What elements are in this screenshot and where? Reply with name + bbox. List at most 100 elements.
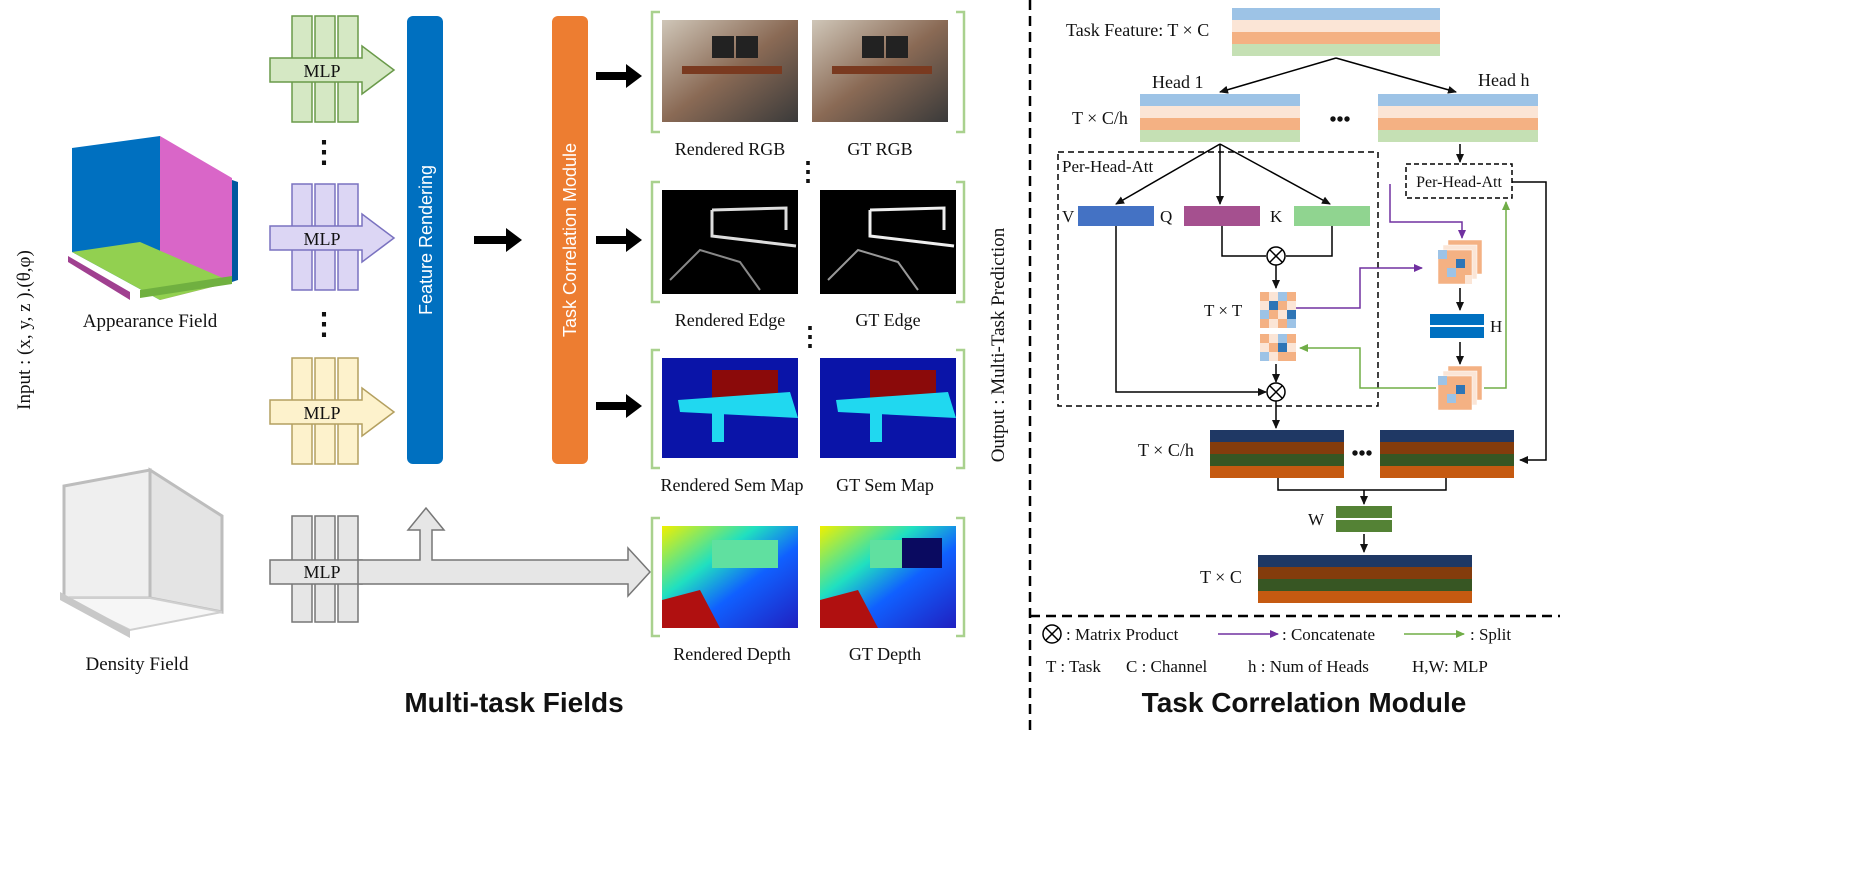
- fr-to-tcm-arrow: [474, 228, 522, 252]
- k-to-product: [1286, 226, 1333, 257]
- output-label: Output : Multi-Task Prediction: [988, 227, 1009, 462]
- split-arrow-1: [1299, 344, 1436, 389]
- mlp-block-yellow: MLP: [269, 357, 396, 465]
- per-head-att-box-h: [1405, 163, 1513, 199]
- legend-matrix-product: : Matrix Product: [1066, 625, 1179, 644]
- appearance-field-label: Appearance Field: [83, 311, 218, 332]
- h-label: H: [1490, 317, 1502, 336]
- per-head-att-h-label: Per-Head-Att: [1416, 174, 1502, 191]
- mlp-block-green: MLP: [269, 15, 396, 123]
- mlp-label: MLP: [303, 562, 340, 582]
- legend-heads: h : Num of Heads: [1248, 657, 1369, 676]
- vertical-ellipsis: ⋮: [309, 136, 339, 169]
- legend-concatenate: : Concatenate: [1282, 625, 1375, 644]
- density-field-label: Density Field: [86, 654, 189, 675]
- vertical-ellipsis: ⋮: [795, 157, 821, 186]
- rendered-edge-label: Rendered Edge: [675, 310, 785, 330]
- rendered-sem-label: Rendered Sem Map: [661, 475, 804, 495]
- q-to-product: [1221, 226, 1266, 257]
- v-to-product: [1115, 226, 1267, 396]
- outputs-ellipsis: •••: [1351, 443, 1372, 465]
- headh-split-arrow: [1335, 57, 1457, 94]
- t-c-over-h-label: T × C/h: [1072, 108, 1128, 128]
- w-label: W: [1308, 510, 1325, 529]
- attention-matrix: [1260, 292, 1296, 328]
- rendered-rgb-label: Rendered RGB: [675, 139, 785, 159]
- legend-mlp: H,W: MLP: [1412, 657, 1488, 676]
- v-bar: [1078, 206, 1154, 226]
- feature-rendering-label: Feature Rendering: [416, 165, 436, 315]
- legend-channel: C : Channel: [1126, 657, 1207, 676]
- gt-sem-image: [820, 358, 956, 458]
- q-label: Q: [1160, 207, 1172, 226]
- merge-lines: [1277, 478, 1447, 491]
- stacked-attention-cube-top: [1437, 239, 1483, 285]
- gt-rgb-label: GT RGB: [847, 139, 912, 159]
- head1-split-arrow: [1219, 57, 1337, 94]
- gt-sem-label: GT Sem Map: [836, 475, 934, 495]
- v-label: V: [1062, 207, 1075, 226]
- matrix-product-icon: [1266, 246, 1286, 266]
- section-title-right: Task Correlation Module: [1142, 687, 1467, 718]
- task-correlation-label: Task Correlation Module: [560, 143, 580, 337]
- output-brackets: [650, 10, 966, 638]
- output-arrow-sem: [596, 394, 642, 418]
- t-x-c-label: T × C: [1200, 567, 1242, 587]
- legend-matrix-product-icon: [1042, 624, 1062, 644]
- appearance-field-icon: [68, 136, 238, 300]
- gt-edge-image: [820, 190, 956, 294]
- rendered-sem-image: [662, 358, 798, 458]
- task-correlation-bar: [552, 16, 588, 464]
- concat-arrow-1: [1296, 264, 1423, 309]
- output-arrow-rgb: [596, 64, 642, 88]
- mlp-label: MLP: [303, 229, 340, 249]
- headh-stack: [1378, 94, 1538, 142]
- t-c-over-h-bottom-label: T × C/h: [1138, 440, 1194, 460]
- per-head-att-box: [1057, 151, 1379, 407]
- h-mlp-block: [1430, 314, 1484, 338]
- density-field-icon: [60, 467, 224, 638]
- heads-ellipsis: •••: [1329, 109, 1350, 131]
- gt-rgb-image: [812, 20, 948, 122]
- t-x-t-label: T × T: [1204, 301, 1243, 320]
- output-stack-h: [1380, 430, 1514, 478]
- rendered-depth-image: [662, 526, 798, 628]
- density-branch-arrow: [357, 506, 652, 598]
- rendered-edge-image: [662, 190, 798, 294]
- gt-edge-label: GT Edge: [855, 310, 920, 330]
- final-output-stack: [1258, 555, 1472, 603]
- attention-matrix-split: [1260, 334, 1296, 361]
- split-arrow-2: [1484, 201, 1510, 389]
- rendered-rgb-image: [662, 20, 798, 122]
- task-feature-stack: [1232, 8, 1440, 56]
- legend-task: T : Task: [1046, 657, 1101, 676]
- rendered-depth-label: Rendered Depth: [673, 644, 790, 664]
- head1-stack: [1140, 94, 1300, 142]
- q-bar: [1184, 206, 1260, 226]
- k-label: K: [1270, 207, 1283, 226]
- headh-att-output: [1512, 181, 1547, 464]
- mlp-label: MLP: [303, 61, 340, 81]
- stacked-attention-cube-bottom: [1437, 365, 1483, 411]
- to-v-arrow: [1115, 143, 1221, 205]
- output-arrow-edge: [596, 228, 642, 252]
- section-title-left: Multi-task Fields: [404, 687, 623, 718]
- mlp-block-gray: MLP: [269, 515, 363, 623]
- gt-depth-image: [820, 526, 956, 628]
- legend-split: : Split: [1470, 625, 1511, 644]
- k-bar: [1294, 206, 1370, 226]
- per-head-att-label: Per-Head-Att: [1062, 157, 1154, 176]
- to-k-arrow: [1219, 143, 1331, 205]
- output-stack-1: [1210, 430, 1344, 478]
- head-h-label: Head h: [1478, 70, 1529, 90]
- w-mlp-block: [1336, 506, 1392, 532]
- mlp-label: MLP: [303, 403, 340, 423]
- matrix-product-icon: [1266, 382, 1286, 402]
- head-1-label: Head 1: [1152, 72, 1203, 92]
- vertical-ellipsis: ⋮: [797, 322, 823, 351]
- gt-depth-label: GT Depth: [849, 644, 921, 664]
- feature-rendering-bar: [407, 16, 443, 464]
- input-label: Input : (x, y, z ).(θ,φ): [14, 250, 35, 410]
